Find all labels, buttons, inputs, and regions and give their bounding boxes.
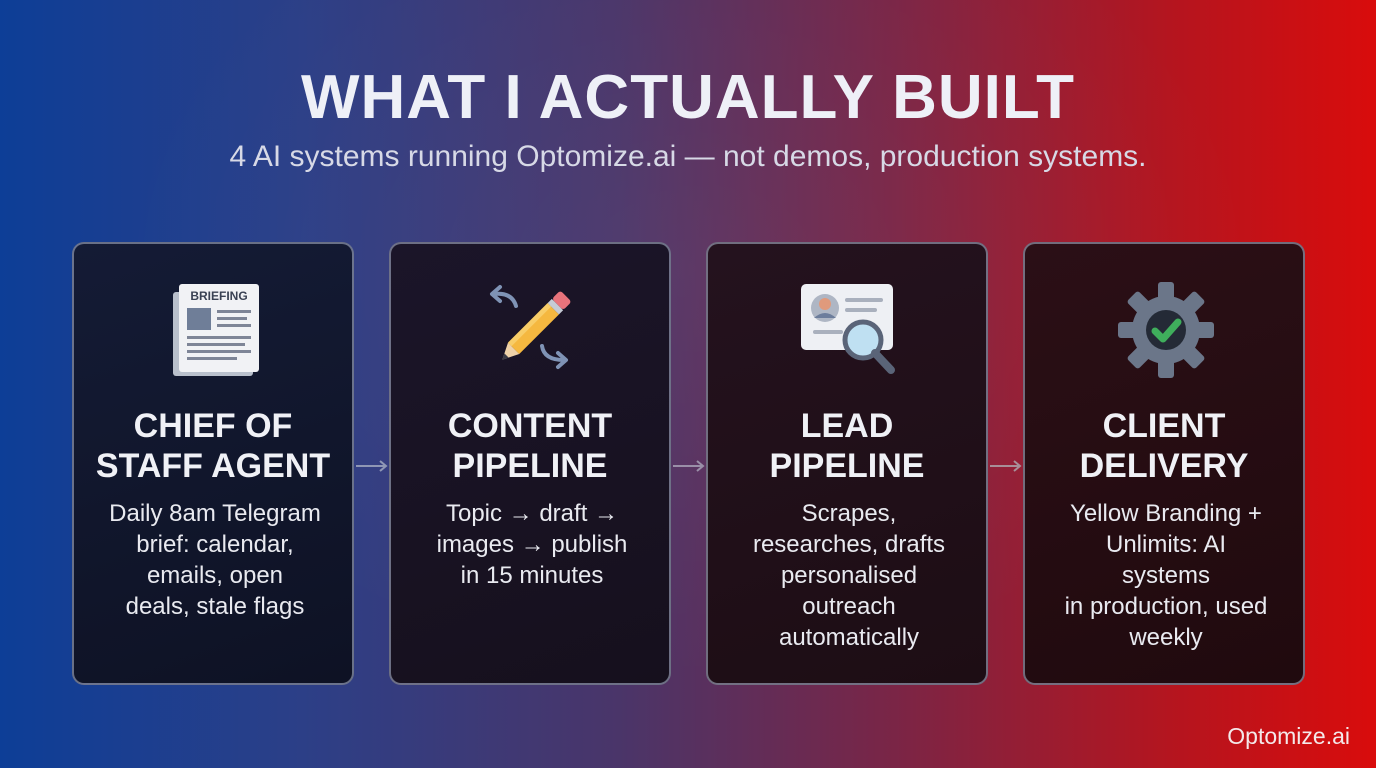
card-title: LEAD PIPELINE xyxy=(769,407,925,485)
briefing-icon-label: BRIEFING xyxy=(190,289,247,303)
arrow-right-icon xyxy=(356,460,388,472)
arrow-right-icon xyxy=(673,460,705,472)
card-description: Topic → draft → images → publish in 15 m… xyxy=(436,500,628,589)
card-lead-pipeline: LEAD PIPELINE Scrapes, researches, draft… xyxy=(706,242,988,685)
card-content-pipeline: CONTENT PIPELINE Topic → draft → images … xyxy=(389,242,671,685)
arrow-right-icon xyxy=(990,460,1022,472)
card-title: CLIENT DELIVERY xyxy=(1079,407,1249,485)
card-description: Yellow Branding + Unlimits: AI systems i… xyxy=(1064,500,1268,651)
pencil-icon xyxy=(490,285,571,369)
gear-check-icon xyxy=(1118,282,1214,378)
card-client-delivery: CLIENT DELIVERY Yellow Branding + Unlimi… xyxy=(1023,242,1305,685)
page-title: WHAT I ACTUALLY BUILT xyxy=(300,63,1076,132)
card-description: Scrapes, researches, drafts personalised… xyxy=(752,500,946,651)
newspaper-briefing-icon: BRIEFING xyxy=(173,284,259,376)
swap-arrows-icon xyxy=(490,285,568,369)
card-title: CONTENT PIPELINE xyxy=(447,407,613,485)
card-description: Daily 8am Telegram brief: calendar, emai… xyxy=(109,500,321,620)
brand-watermark: Optomize.ai xyxy=(1227,723,1350,749)
check-icon xyxy=(1151,318,1182,343)
card-chief-of-staff-agent: BRIEFING CHIEF OF STAFF AGENT Daily 8am … xyxy=(72,242,354,685)
profile-search-icon xyxy=(801,284,895,374)
page-subtitle: 4 AI systems running Optomize.ai — not d… xyxy=(229,140,1147,173)
card-title: CHIEF OF STAFF AGENT xyxy=(95,407,331,485)
